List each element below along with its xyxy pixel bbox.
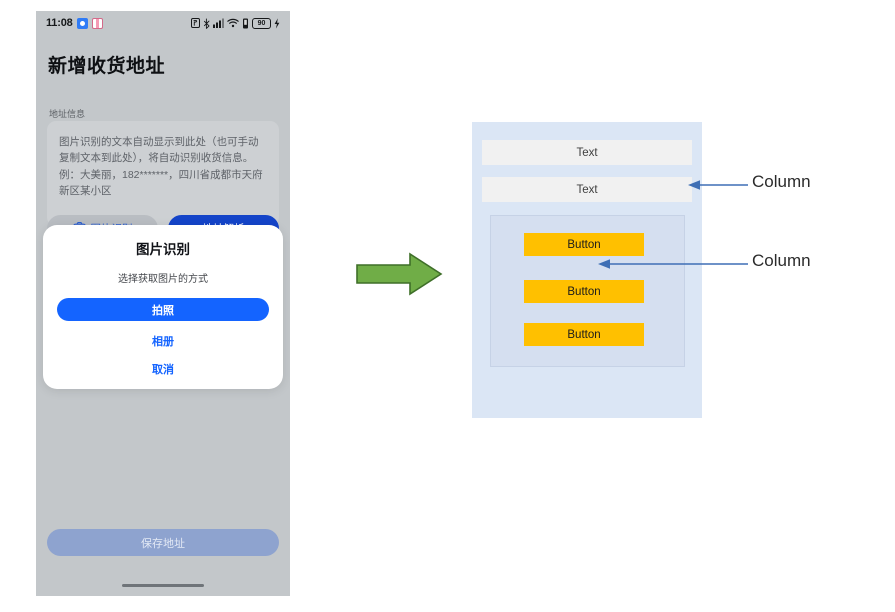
diagram-button-1: Button [524,233,644,256]
status-bar-left: 11:08 [46,17,103,29]
page-title: 新增收货地址 [48,56,166,77]
notification-icon [191,18,200,28]
phone-mockup: 11:08 90 新增收货地址 地址信 [36,11,290,596]
diagram-text-box-2-label: Text [576,183,598,196]
address-input-card[interactable]: 图片识别的文本自动显示到此处（也可手动复制文本到此处），将自动识别收货信息。例：… [47,121,279,226]
diagram-text-box-1: Text [482,140,692,165]
diagram-button-1-label: Button [567,238,601,251]
bluetooth-icon [203,18,210,29]
green-right-arrow-icon [355,252,443,296]
image-recognize-dialog: 图片识别 选择获取图片的方式 拍照 相册 取消 [43,225,283,389]
callout-arrow-2-icon [598,257,748,271]
status-bar: 11:08 90 [36,11,290,35]
dialog-camera-label: 拍照 [152,304,174,317]
diagram-button-3: Button [524,323,644,346]
home-indicator [122,583,204,587]
vibrate-icon [242,18,249,29]
callout-label-2: Column [752,251,811,270]
diagram-text-box-2: Text [482,177,692,202]
gallery-app-icon [91,17,103,29]
wifi-icon [227,18,239,28]
diagram-text-box-1-label: Text [576,146,598,159]
status-bar-right: 90 [191,17,280,29]
dialog-title: 图片识别 [136,242,190,257]
battery-indicator: 90 [252,17,271,29]
diagram-button-2-label: Button [567,285,601,298]
dialog-cancel-button[interactable]: 取消 [57,361,269,377]
save-address-label: 保存地址 [141,537,185,550]
dialog-subtitle: 选择获取图片的方式 [118,274,208,285]
dialog-album-button[interactable]: 相册 [57,333,269,349]
section-label: 地址信息 [49,109,86,119]
layout-diagram-outer-column: Text Text Button Button Button [472,122,702,418]
address-placeholder-text: 图片识别的文本自动显示到此处（也可手动复制文本到此处），将自动识别收货信息。例：… [59,136,263,197]
dialog-camera-button[interactable]: 拍照 [57,298,269,321]
dialog-album-label: 相册 [152,336,174,348]
camera-app-icon [76,17,88,29]
callout-label-1: Column [752,172,811,191]
diagram-button-3-label: Button [567,328,601,341]
diagram-button-2: Button [524,280,644,303]
status-time: 11:08 [46,17,73,29]
dialog-cancel-label: 取消 [152,364,174,376]
signal-bars-icon [213,18,224,28]
charging-bolt-icon [274,17,280,29]
save-address-button[interactable]: 保存地址 [47,529,279,556]
callout-arrow-1-icon [688,178,748,192]
